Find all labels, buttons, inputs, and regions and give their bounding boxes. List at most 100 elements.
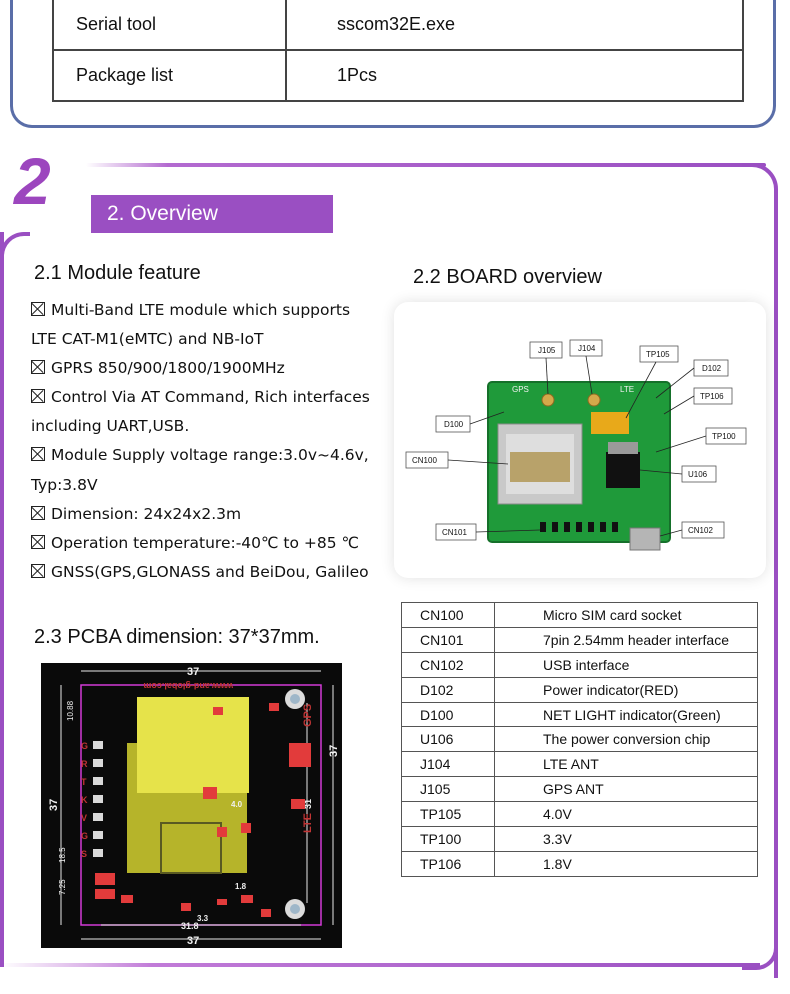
frame-line	[0, 232, 4, 967]
component-desc: USB interface	[494, 651, 758, 678]
section-frame-left	[0, 232, 30, 967]
dim-left-low: 7.25	[58, 879, 67, 895]
feature-line: GNSS(GPS,GLONASS and BeiDou, Galileo	[31, 558, 381, 587]
dim-right: 37	[328, 745, 340, 757]
feature-text: Module Supply voltage range:3.0v~4.6v,	[51, 446, 369, 465]
pcba-gps-label: GPS	[302, 704, 314, 727]
svg-text:TP100: TP100	[712, 432, 736, 441]
feature-text: Control Via AT Command, Rich interfaces	[51, 388, 370, 407]
callout-j105: J105	[529, 341, 563, 395]
checkbox-x-icon	[31, 505, 45, 520]
component-desc: GPS ANT	[494, 776, 758, 803]
component-ref: TP105	[401, 801, 495, 828]
pin-label: V	[81, 813, 87, 823]
spec-key: Serial tool	[52, 0, 287, 51]
checkbox-x-icon	[31, 389, 45, 404]
pin-label: G	[81, 741, 88, 751]
pcba-heading: 2.3 PCBA dimension: 37*37mm.	[34, 626, 320, 648]
table-row: Package list 1Pcs	[52, 49, 744, 102]
pcba-small-a: 3.3	[197, 914, 209, 923]
dim-bottom: 37	[187, 935, 199, 947]
checkbox-x-icon	[31, 447, 45, 462]
feature-text: Typ:3.8V	[31, 475, 98, 494]
callout-tp105: TP105	[625, 345, 679, 419]
section-frame-corner	[742, 900, 778, 970]
feature-line: Multi-Band LTE module which supports	[31, 296, 381, 325]
pin-label: T	[81, 777, 87, 787]
pcba-lte-label: LTE	[302, 813, 314, 833]
pcba-svg: 37 37 37 37 31 31.8 10.88 18.5 7.25	[41, 663, 342, 948]
component-ref: D102	[401, 676, 495, 703]
dim-top-left: 10.88	[66, 700, 75, 721]
component-desc: Power indicator(RED)	[494, 676, 758, 703]
component-desc: LTE ANT	[494, 751, 758, 778]
frame-curve	[0, 232, 30, 262]
checkbox-x-icon	[31, 534, 45, 549]
dim-left-mid: 18.5	[58, 847, 67, 863]
section-number: 2	[14, 144, 51, 218]
svg-text:J105: J105	[538, 346, 556, 355]
component-desc: 1.8V	[494, 850, 758, 877]
component-ref: CN101	[401, 626, 495, 653]
pin-label: S	[81, 849, 87, 859]
pcba-drawing: 37 37 37 37 31 31.8 10.88 18.5 7.25	[41, 663, 342, 948]
spec-value: sscom32E.exe	[285, 0, 744, 51]
spec-table: Serial tool sscom32E.exe Package list 1P…	[52, 0, 744, 102]
checkbox-x-icon	[31, 360, 45, 375]
svg-text:TP105: TP105	[646, 350, 670, 359]
board-photo-card: GPS LTE J105 J104 TP105 D	[394, 302, 766, 578]
pcba-url: www.and-global.com	[143, 681, 234, 691]
pin-label: R	[81, 759, 88, 769]
svg-text:U106: U106	[688, 470, 708, 479]
component-ref: J105	[401, 776, 495, 803]
component-ref: TP106	[401, 850, 495, 877]
feature-text: GPRS 850/900/1800/1900MHz	[51, 359, 285, 378]
feature-text: Operation temperature:-40℃ to +85 ℃	[51, 533, 359, 552]
callout-cn101: CN101	[435, 523, 541, 541]
table-row: Serial tool sscom32E.exe	[52, 0, 744, 51]
component-ref: J104	[401, 751, 495, 778]
svg-text:CN101: CN101	[442, 528, 467, 537]
section-frame-top	[86, 163, 766, 167]
feature-text: LTE CAT-M1(eMTC) and NB-IoT	[31, 330, 264, 349]
callout-cn100: CN100	[405, 451, 509, 469]
checkbox-x-icon	[31, 302, 45, 316]
board-overview-heading: 2.2 BOARD overview	[413, 266, 602, 288]
feature-line: GPRS 850/900/1800/1900MHz	[31, 354, 381, 383]
feature-line: Typ:3.8V	[31, 471, 381, 500]
svg-text:D100: D100	[444, 420, 464, 429]
section-frame-bottom	[0, 963, 760, 967]
feature-line: Dimension: 24x24x2.3m	[31, 500, 381, 529]
component-ref: D100	[401, 701, 495, 728]
dim-inner-right: 31	[303, 799, 313, 809]
dim-top: 37	[187, 666, 199, 678]
svg-text:D102: D102	[702, 364, 722, 373]
callout-j104: J104	[569, 339, 603, 395]
spec-value: 1Pcs	[285, 49, 744, 102]
feature-text: GNSS(GPS,GLONASS and BeiDou, Galileo	[51, 562, 369, 581]
component-desc: NET LIGHT indicator(Green)	[494, 701, 758, 728]
board-gps-silk: GPS	[512, 385, 529, 394]
feature-line: Module Supply voltage range:3.0v~4.6v,	[31, 441, 381, 470]
dim-left: 37	[48, 799, 60, 811]
callout-d102: D102	[655, 359, 729, 399]
callout-d100: D100	[435, 411, 505, 433]
feature-line: Control Via AT Command, Rich interfaces	[31, 383, 381, 412]
component-ref: TP100	[401, 826, 495, 852]
callout-cn102: CN102	[659, 521, 725, 539]
callout-tp100: TP100	[655, 427, 747, 453]
section-frame-right	[742, 163, 778, 978]
feature-line: including UART,USB.	[31, 412, 381, 441]
pcba-small-c: 4.0	[231, 800, 243, 809]
board-lte-silk: LTE	[620, 385, 634, 394]
